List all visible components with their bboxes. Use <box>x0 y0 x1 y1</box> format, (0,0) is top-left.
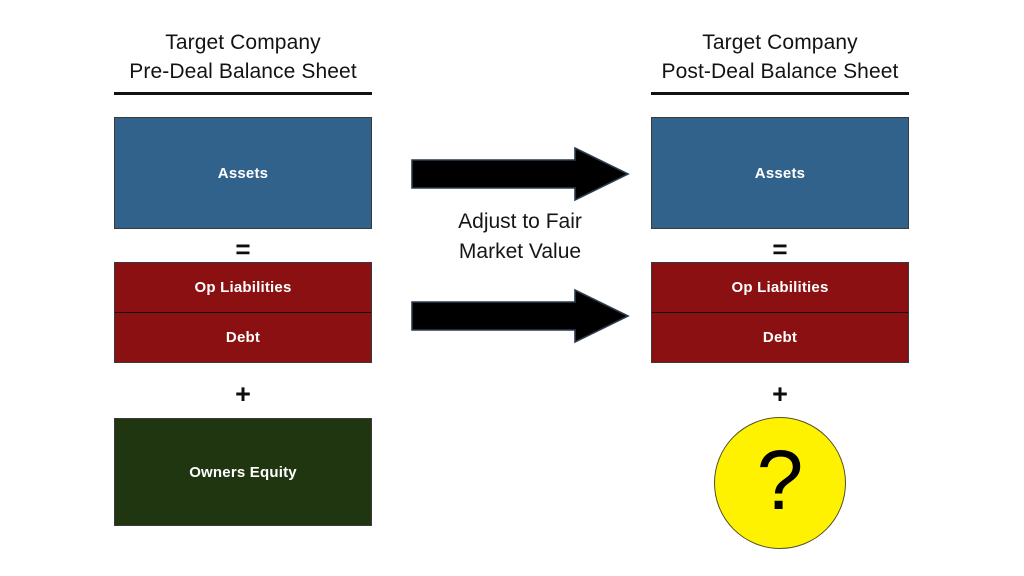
left-assets-label: Assets <box>217 164 269 182</box>
unknown-equity-circle: ? <box>714 417 846 549</box>
left-owners-equity-block: Owners Equity <box>114 418 372 526</box>
right-liabilities-group: Op Liabilities Debt <box>651 262 909 363</box>
right-op-liabilities-label: Op Liabilities <box>731 279 829 296</box>
right-title-line-1: Target Company <box>702 31 858 54</box>
right-op-liabilities-cell: Op Liabilities <box>652 263 908 313</box>
left-assets-block: Assets <box>114 117 372 229</box>
adjust-liabilities-arrow <box>410 288 630 344</box>
right-plus-operator: + <box>772 379 788 409</box>
question-mark-icon: ? <box>756 433 804 527</box>
left-title-line-2: Pre-Deal Balance Sheet <box>129 60 357 83</box>
left-title-line-1: Target Company <box>165 31 321 54</box>
right-debt-cell: Debt <box>652 313 908 362</box>
right-debt-label: Debt <box>762 329 798 346</box>
left-liabilities-group: Op Liabilities Debt <box>114 262 372 363</box>
caption-line-1: Adjust to Fair <box>458 210 582 233</box>
right-title-line-2: Post-Deal Balance Sheet <box>661 60 899 83</box>
right-title-underline <box>651 92 909 95</box>
left-title-underline <box>114 92 372 95</box>
left-op-liabilities-label: Op Liabilities <box>194 279 292 296</box>
left-column-title: Target Company Pre-Deal Balance Sheet <box>114 28 372 86</box>
left-op-liabilities-cell: Op Liabilities <box>115 263 371 313</box>
left-owners-equity-label: Owners Equity <box>189 463 297 481</box>
left-plus-operator: + <box>235 379 251 409</box>
left-equals-operator: = <box>235 234 251 264</box>
left-debt-label: Debt <box>225 329 261 346</box>
adjustment-caption: Adjust to Fair Market Value <box>412 207 628 267</box>
left-debt-cell: Debt <box>115 313 371 362</box>
right-equals-operator: = <box>772 234 788 264</box>
right-assets-block: Assets <box>651 117 909 229</box>
caption-line-2: Market Value <box>458 240 582 263</box>
right-assets-label: Assets <box>754 164 806 182</box>
right-column-title: Target Company Post-Deal Balance Sheet <box>651 28 909 86</box>
adjust-assets-arrow <box>410 146 630 202</box>
